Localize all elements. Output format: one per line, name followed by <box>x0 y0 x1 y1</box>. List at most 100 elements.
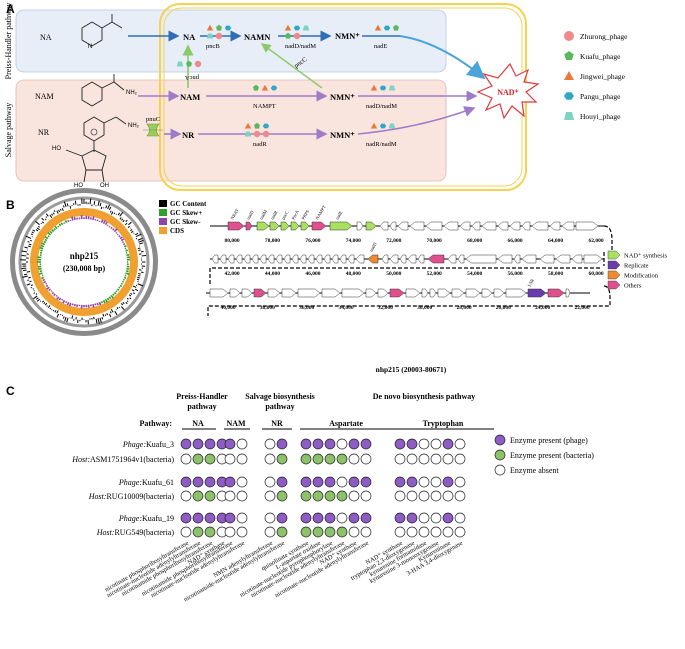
enzyme-dot-b <box>192 526 204 538</box>
enzyme-dot-o <box>236 512 248 524</box>
gene-arrow <box>227 221 245 231</box>
enzyme-dot-p <box>348 438 360 450</box>
gene-arrow <box>457 254 465 264</box>
row-name: Kuafu_19 <box>142 514 174 523</box>
enzyme-dot-o <box>430 490 442 502</box>
phage-trapezoid-icon <box>244 131 252 137</box>
legend-kuafu-phage-icon <box>564 51 574 60</box>
enzyme-dot-p <box>192 512 204 524</box>
enzyme-dot-p <box>300 512 312 524</box>
track-tick-label: 62,000 <box>588 238 603 244</box>
gene-arrow <box>575 221 599 231</box>
gene-arrow <box>299 254 307 264</box>
enzyme-dot-o <box>406 526 418 538</box>
legend-houyi-phage-icon <box>564 112 574 120</box>
enzyme-dot-b <box>300 526 312 538</box>
node-nr: NR <box>182 130 195 140</box>
enzyme-dot-b <box>276 526 288 538</box>
enzyme-dot-o <box>336 438 348 450</box>
phage-triangle-icon <box>284 24 292 31</box>
svg-text:N: N <box>88 44 92 50</box>
phage-symbols-nade <box>374 24 399 31</box>
enzyme-dot-o <box>454 453 466 465</box>
enzyme-dot-p <box>406 438 418 450</box>
enzyme-dot-o <box>394 526 406 538</box>
node-na: NA <box>183 32 196 42</box>
gc-legend-label: GC Skew+ <box>170 209 202 217</box>
legend-label: Kuafu_phage <box>580 52 621 61</box>
gene-arrow <box>565 288 571 298</box>
track-tick-label: 46,000 <box>305 271 320 277</box>
svg-text:OH: OH <box>100 183 109 189</box>
pnuc-label: pnuC <box>146 116 160 123</box>
phage-pentagon-icon <box>186 60 192 67</box>
enzyme-dot-o <box>406 453 418 465</box>
gene-arrow <box>367 254 379 264</box>
nam-molecule-label: NAM <box>35 92 54 101</box>
gene-arrow <box>267 254 275 264</box>
enzyme-dot-b <box>192 453 204 465</box>
gene-arrow <box>409 221 425 231</box>
enzyme-dot-b <box>204 526 216 538</box>
phage-hexagon-icon <box>293 25 301 31</box>
enzyme-dot-o <box>264 526 276 538</box>
enzyme-dot-p <box>180 512 192 524</box>
enzyme-nampt: NAMPT <box>253 103 276 110</box>
phage-hexagon-icon <box>383 25 391 31</box>
gene-arrow <box>571 254 583 264</box>
header-pathway-label: Pathway: <box>140 419 172 428</box>
enzyme-dot-p <box>406 476 418 488</box>
panel-c-legend: Enzyme present (phage)Enzyme present (ba… <box>494 434 594 476</box>
track-tick-label: 34,000 <box>338 305 353 311</box>
preiss-handler-box <box>15 9 447 73</box>
na-molecule <box>81 14 123 47</box>
panel-label-c: C <box>6 384 15 398</box>
enzyme-dot-p <box>180 476 192 488</box>
legend-pangu-phage-icon <box>564 92 574 100</box>
track-connector-1 <box>209 252 605 284</box>
enzyme-dot-o <box>418 476 430 488</box>
function-legend: NAD⁺ synthesisReplicateModificationOther… <box>607 250 667 290</box>
enzyme-dot-b <box>324 453 336 465</box>
enzyme-dot-p <box>224 476 236 488</box>
gene-arrow <box>399 254 407 264</box>
gene-arrow <box>583 254 603 264</box>
track-tick-label: 50,000 <box>386 271 401 277</box>
row-name: RUG549(bacteria) <box>114 528 174 537</box>
gene-arrow <box>251 254 259 264</box>
track-tick-label: 74,000 <box>346 238 361 244</box>
track-tick-label: 44,000 <box>265 271 280 277</box>
matrix-legend-label: Enzyme absent <box>510 466 559 475</box>
gene-arrow <box>497 221 509 231</box>
phage-pentagon-icon <box>216 24 222 31</box>
enzyme-dot-o <box>236 438 248 450</box>
row-kind: Phage: <box>118 514 142 523</box>
enzyme-dot-o <box>418 526 430 538</box>
gc-skew-ring <box>37 215 131 309</box>
enzyme-dot-b <box>312 453 324 465</box>
gene-arrow <box>219 254 227 264</box>
panel-label-b: B <box>6 198 15 212</box>
enzyme-dot-o <box>418 453 430 465</box>
gene-arrow <box>481 288 493 298</box>
gene-arrow <box>447 254 457 264</box>
gene-arrow <box>311 221 327 231</box>
track-tick-label: 68,000 <box>467 238 482 244</box>
track-tick-label: 56,000 <box>508 271 523 277</box>
enzyme-dot-o <box>264 512 276 524</box>
function-legend-swatch <box>607 270 621 280</box>
node-nmn-top: NMN⁺ <box>335 31 360 41</box>
gene-arrow <box>253 288 267 298</box>
phage-trapezoid-icon <box>302 25 310 31</box>
phage-circle-icon <box>262 130 270 138</box>
enzyme-dot-b <box>300 490 312 502</box>
track-tick-label: 32,000 <box>378 305 393 311</box>
enzyme-dot-o <box>430 438 442 450</box>
salvage-box <box>15 79 447 182</box>
gene-arrow <box>341 288 365 298</box>
enzyme-dot-o <box>180 526 192 538</box>
gene-arrow <box>339 254 347 264</box>
gene-arrow <box>437 288 451 298</box>
header-salvage-1: Salvage biosynthesis <box>245 392 315 401</box>
